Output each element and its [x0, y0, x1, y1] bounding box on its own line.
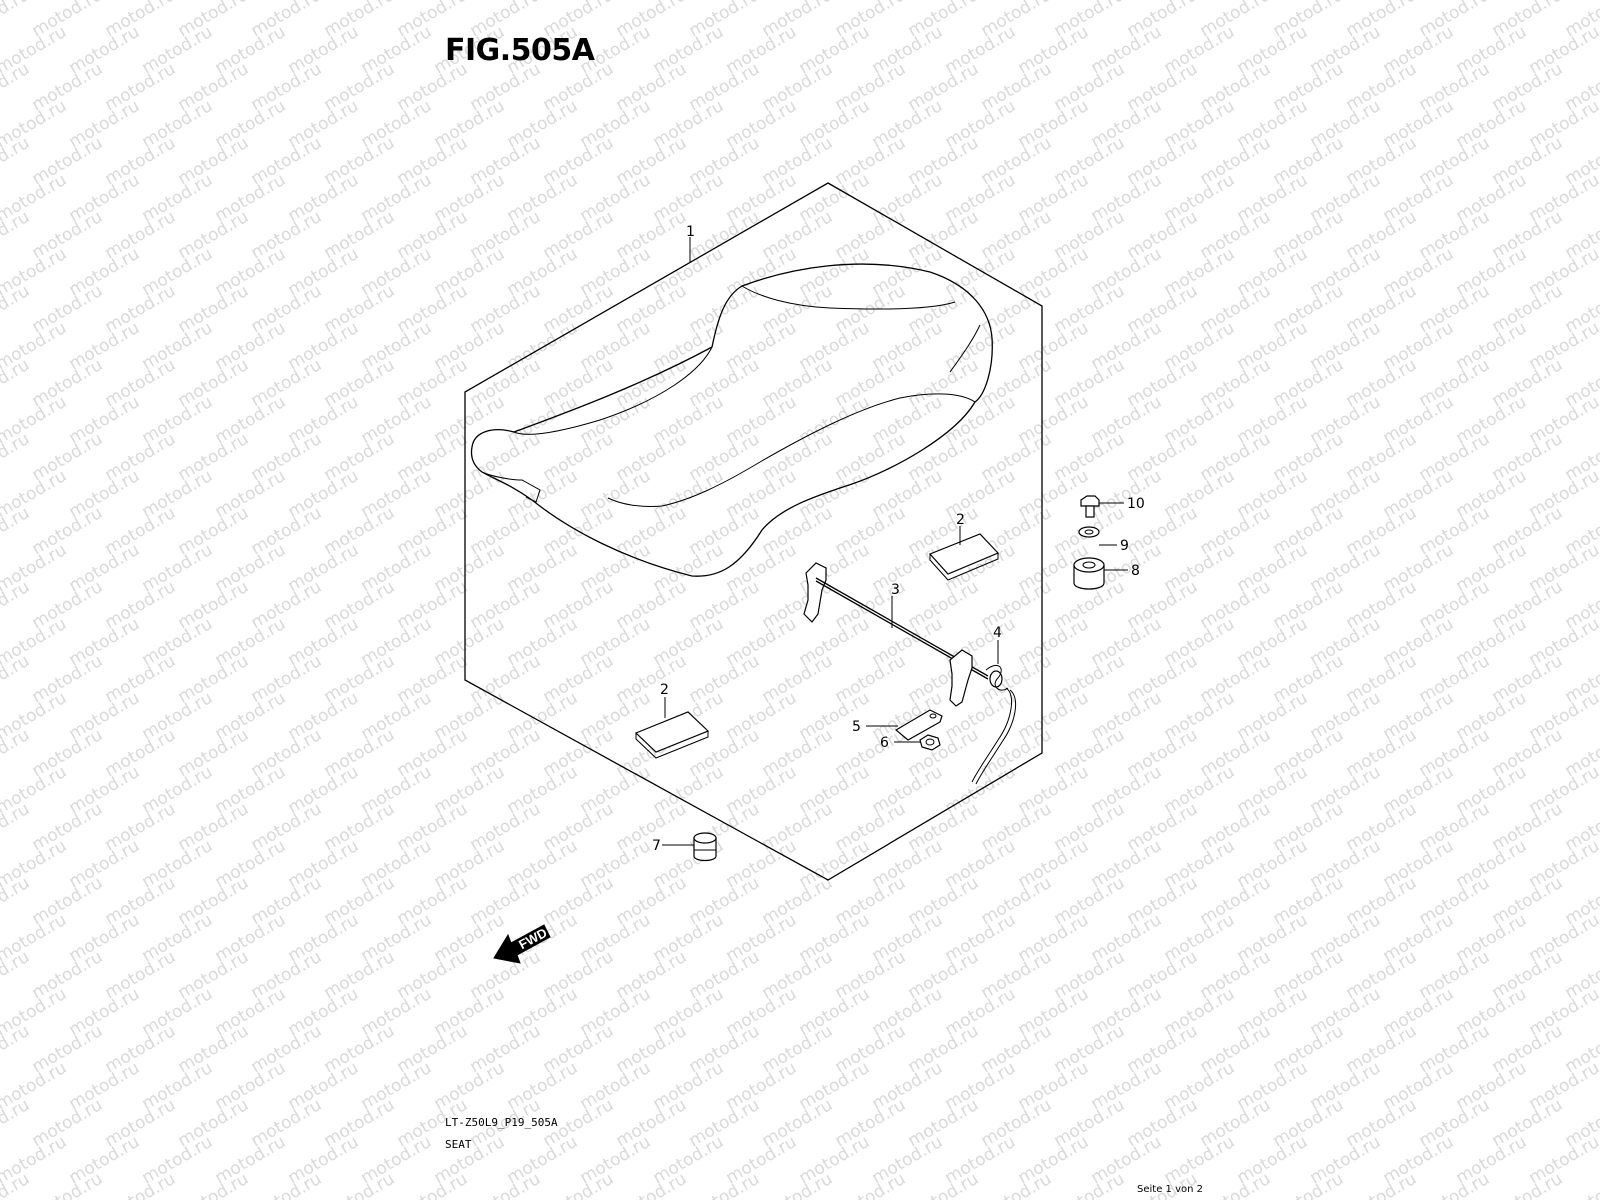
figure-title: FIG.505A [445, 33, 595, 68]
fwd-arrow-icon: FWD [493, 924, 551, 964]
callout-2-lower: 2 [660, 682, 669, 698]
callout-1: 1 [686, 224, 695, 240]
cushion-part [693, 832, 717, 862]
washer-part [1078, 526, 1100, 538]
bolt-part [1080, 495, 1100, 518]
callout-9: 9 [1120, 538, 1129, 554]
callout-10: 10 [1127, 496, 1145, 512]
callout-8: 8 [1131, 563, 1140, 579]
seat-part [470, 263, 993, 577]
assembly-outline [464, 182, 1043, 881]
nut-part [919, 734, 941, 751]
diagram-name: SEAT [445, 1138, 472, 1151]
pad-part-upper [928, 533, 1000, 575]
collar-part [1073, 557, 1105, 590]
pad-part-lower [634, 711, 710, 753]
callout-3: 3 [891, 582, 900, 598]
callout-7: 7 [652, 838, 661, 854]
callout-4: 4 [993, 625, 1002, 641]
leader-lines [662, 237, 1128, 846]
lock-rod-part [803, 562, 1003, 707]
callout-6: 6 [880, 735, 889, 751]
diagram-code: LT-Z50L9_P19_505A [445, 1116, 558, 1129]
page-indicator: Seite 1 von 2 [1137, 1184, 1203, 1195]
spring-part [971, 665, 1017, 785]
fwd-label: FWD [516, 925, 549, 952]
callout-2-upper: 2 [956, 512, 965, 528]
callout-5: 5 [852, 719, 861, 735]
